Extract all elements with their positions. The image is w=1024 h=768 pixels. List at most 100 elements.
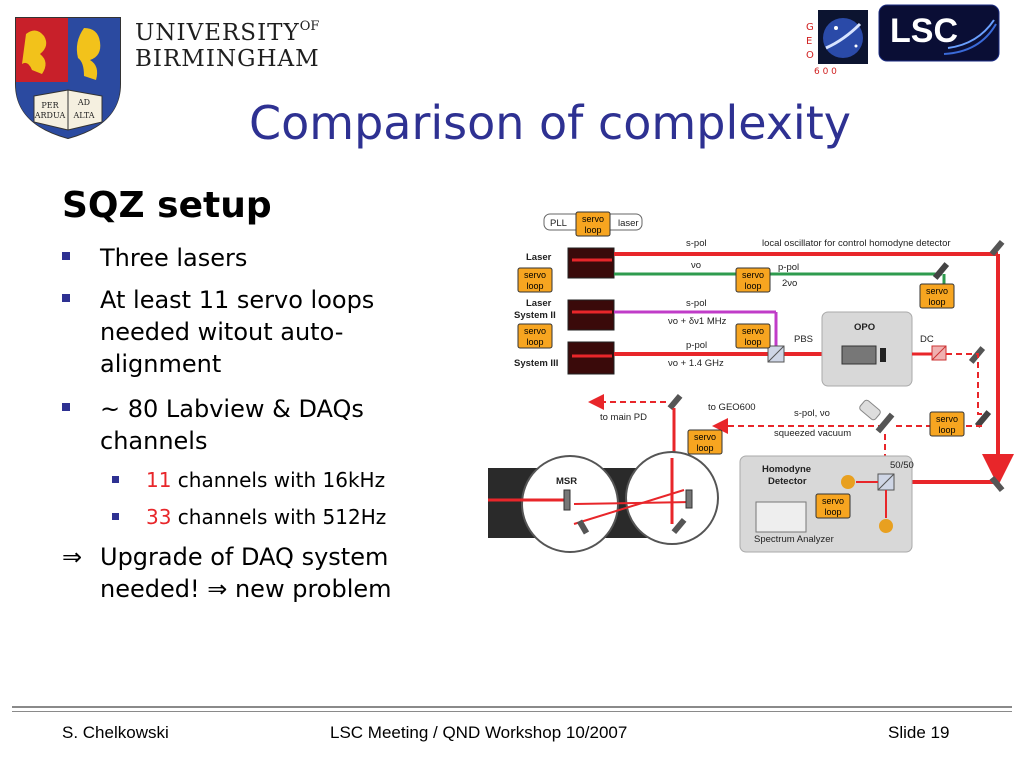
svg-text:servo: servo	[926, 286, 948, 296]
crest-motto-per: PER	[41, 101, 59, 110]
svg-text:servo: servo	[742, 326, 764, 336]
svg-text:loop: loop	[744, 281, 761, 291]
channel-desc: channels with 512Hz	[171, 505, 387, 529]
footer-event: LSC Meeting / QND Workshop 10/2007	[330, 723, 628, 742]
geo-letter-g: G	[806, 22, 814, 33]
spol-label-2: s-pol	[686, 298, 707, 309]
section-heading: SQZ setup	[62, 185, 272, 226]
svg-text:loop: loop	[824, 507, 841, 517]
nu0-label: νo	[691, 260, 701, 271]
conclusion-line3: new problem	[227, 575, 392, 603]
laser-1	[567, 247, 615, 279]
laser-system3-label: System III	[514, 358, 558, 369]
laser-2	[567, 299, 615, 331]
to-geo-label: to GEO600	[708, 402, 756, 413]
pbs-label: PBS	[794, 334, 813, 345]
bullet-marker	[62, 252, 70, 260]
spectrum-label: Spectrum Analyzer	[754, 534, 834, 545]
conclusion-line2: needed!	[100, 575, 208, 603]
ppol-label-2: p-pol	[686, 340, 707, 351]
crest-motto-ad: AD	[77, 98, 90, 107]
slide-title: Comparison of complexity	[249, 96, 851, 150]
squeezed-label: squeezed vacuum	[774, 428, 851, 439]
university-line1: UNIVERSITY	[135, 20, 300, 46]
bullet-marker	[62, 294, 70, 302]
svg-text:loop: loop	[584, 225, 601, 235]
bullet-marker	[62, 403, 70, 411]
geo600-logo: G E O 6 0 0	[806, 10, 868, 77]
footer-slide-number: Slide 19	[888, 723, 950, 742]
bullet-text: Three lasers	[100, 244, 248, 272]
conclusion-line1: Upgrade of DAQ system	[100, 543, 389, 571]
svg-text:servo: servo	[822, 496, 844, 506]
footer-author: S. Chelkowski	[62, 723, 169, 742]
svg-text:loop: loop	[526, 281, 543, 291]
spectrum-analyzer-icon	[755, 501, 807, 533]
svg-text:loop: loop	[744, 337, 761, 347]
laser-label: Laser	[526, 252, 552, 263]
laser-3	[567, 341, 615, 375]
footer-divider-thin	[12, 711, 1012, 712]
svg-text:servo: servo	[742, 270, 764, 280]
to-main-pd-label: to main PD	[600, 412, 647, 423]
university-of: OF	[299, 19, 320, 34]
svg-text:servo: servo	[524, 270, 546, 280]
laser-system2-sub: System II	[514, 310, 556, 321]
svg-text:loop: loop	[938, 425, 955, 435]
ppol-label-1: p-pol	[778, 262, 799, 273]
msr-label: MSR	[556, 476, 577, 487]
geo-letter-e: E	[806, 36, 812, 47]
lo-label: local oscillator for control homodyne de…	[762, 238, 951, 249]
svg-text:loop: loop	[696, 443, 713, 453]
nu-ghz-label: νo + 1.4 GHz	[668, 358, 724, 369]
geo-number: 6 0 0	[814, 67, 837, 77]
university-line2: BIRMINGHAM	[135, 46, 320, 73]
bullet-text: ~ 80 Labview & DAQs channels	[100, 395, 364, 455]
svg-text:loop: loop	[526, 337, 543, 347]
implies-arrow-icon: ⇒	[207, 575, 228, 603]
channel-desc: channels with 16kHz	[171, 468, 386, 492]
university-crest-logo: PER AD ARDUA ALTA	[15, 17, 121, 140]
svg-text:servo: servo	[694, 432, 716, 442]
pll-label: PLL	[550, 218, 567, 229]
svg-text:servo: servo	[582, 214, 604, 224]
lsc-logo-text: LSC	[890, 12, 958, 50]
spol-label-1: s-pol	[686, 238, 707, 249]
footer-divider	[12, 706, 1012, 708]
sub-bullet-marker	[112, 513, 119, 520]
crest-motto-alta: ALTA	[72, 111, 94, 120]
ratio-label: 50/50	[890, 460, 914, 471]
laser-system2-label: Laser	[526, 298, 552, 309]
svg-text:servo: servo	[936, 414, 958, 424]
svg-text:servo: servo	[524, 326, 546, 336]
opo-label: OPO	[854, 322, 875, 333]
dc-label: DC	[920, 334, 934, 345]
implies-arrow-icon: ⇒	[62, 543, 83, 571]
two-nu0-label: 2νo	[782, 278, 797, 289]
spol-nu-label: s-pol, νo	[794, 408, 830, 419]
crest-motto-ardua: ARDUA	[34, 111, 66, 120]
sqz-setup-diagram: PLL laser Laser Laser System II System I…	[488, 211, 1014, 553]
bullet-text: At least 11 servo loops needed witout au…	[100, 286, 375, 378]
lsc-logo: LSC	[878, 4, 1000, 62]
pll-laser-label: laser	[618, 218, 639, 229]
homodyne-label-1: Homodyne	[762, 464, 811, 475]
svg-text:loop: loop	[928, 297, 945, 307]
channel-count: 33	[146, 505, 172, 529]
geo-letter-o: O	[806, 50, 814, 61]
homodyne-label-2: Detector	[768, 476, 807, 487]
channel-count: 11	[146, 468, 172, 492]
nu-dnu-label: νo + δν1 MHz	[668, 316, 727, 327]
bullet-servo-loops: At least 11 servo loops needed witout au…	[62, 284, 462, 380]
university-name: UNIVERSITYOF BIRMINGHAM	[135, 19, 320, 73]
sub-bullet-marker	[112, 476, 119, 483]
